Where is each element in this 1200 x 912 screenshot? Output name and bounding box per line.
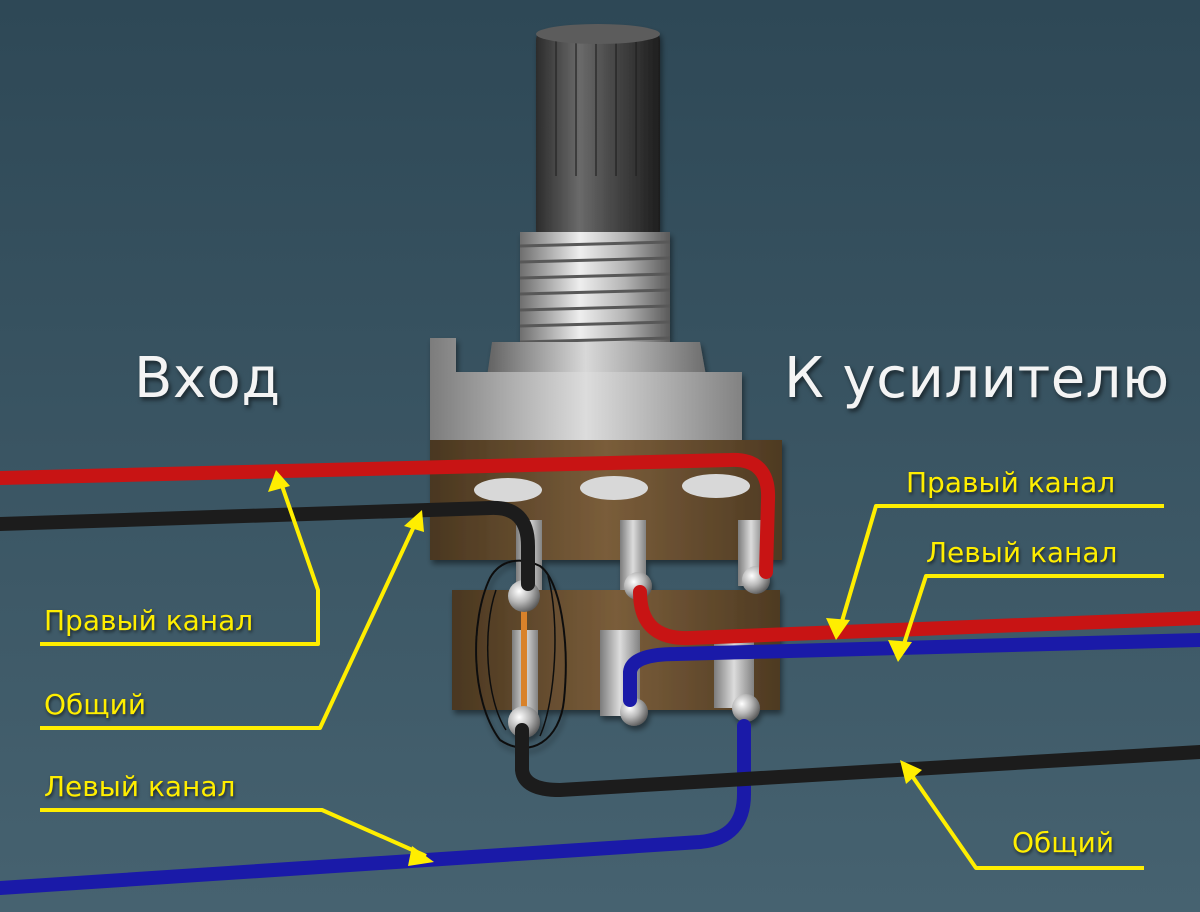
label-input-right-channel: Правый канал: [44, 604, 254, 637]
wire-in-common: [0, 500, 535, 591]
heading-input: Вход: [134, 346, 281, 411]
label-output-right-channel: Правый канал: [906, 466, 1116, 499]
leader-out-common: [906, 768, 1144, 870]
label-input-left-channel: Левый канал: [44, 770, 236, 803]
leader-in-common: [40, 521, 418, 730]
leader-out-left: [900, 574, 1164, 651]
leader-in-right: [40, 479, 320, 646]
wire-out-left: [623, 633, 1200, 707]
leader-lines: [40, 479, 1164, 870]
label-output-common: Общий: [1012, 826, 1115, 859]
wire-out-common: [515, 723, 1200, 797]
leader-arrowheads: [268, 470, 922, 866]
wire-in-left: [0, 719, 751, 895]
heading-to-amplifier: К усилителю: [784, 346, 1170, 411]
wires: [0, 452, 1200, 895]
wire-out-right: [633, 585, 1200, 646]
scribble-outline: [475, 559, 567, 749]
label-input-common: Общий: [44, 688, 147, 721]
leader-in-left: [40, 808, 427, 858]
shaft: [536, 30, 660, 240]
screws: [474, 474, 750, 502]
wire-in-right: [0, 452, 776, 579]
mounting-plate: [430, 338, 742, 450]
leader-out-right: [838, 504, 1164, 629]
label-output-left-channel: Левый канал: [926, 536, 1118, 569]
